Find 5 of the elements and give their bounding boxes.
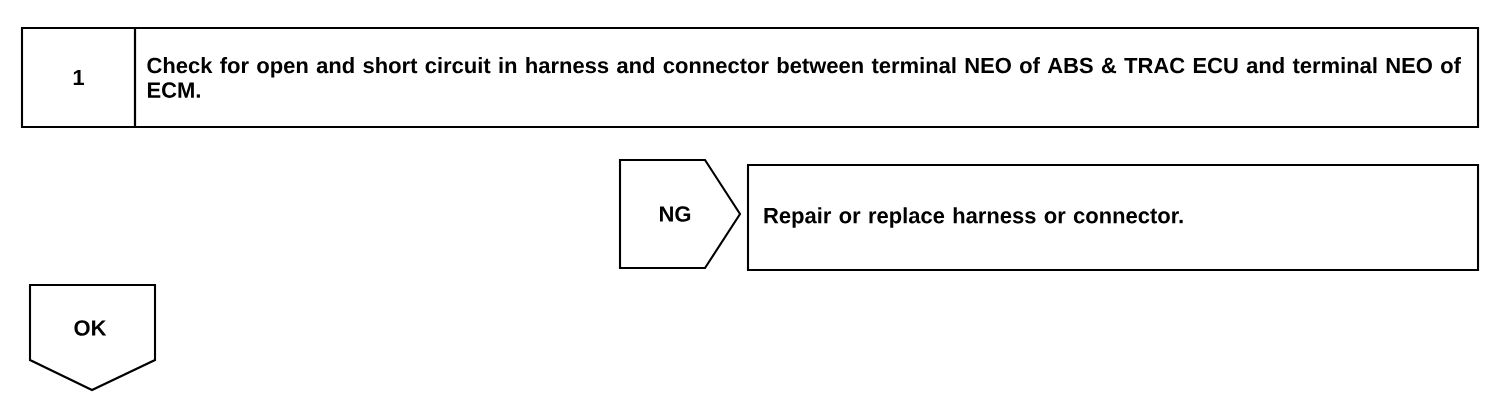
step-number-cell: 1 xyxy=(20,26,137,129)
result-tag: OK xyxy=(28,283,157,392)
result-tag: NG xyxy=(618,158,742,270)
action-box: Repair or replace harness or connector. xyxy=(746,163,1480,272)
check-step-box: Check for open and short circuit in harness and connector between terminal NEO of ABS & TRAC ECU and terminal NEO of ECM. xyxy=(133,26,1480,129)
